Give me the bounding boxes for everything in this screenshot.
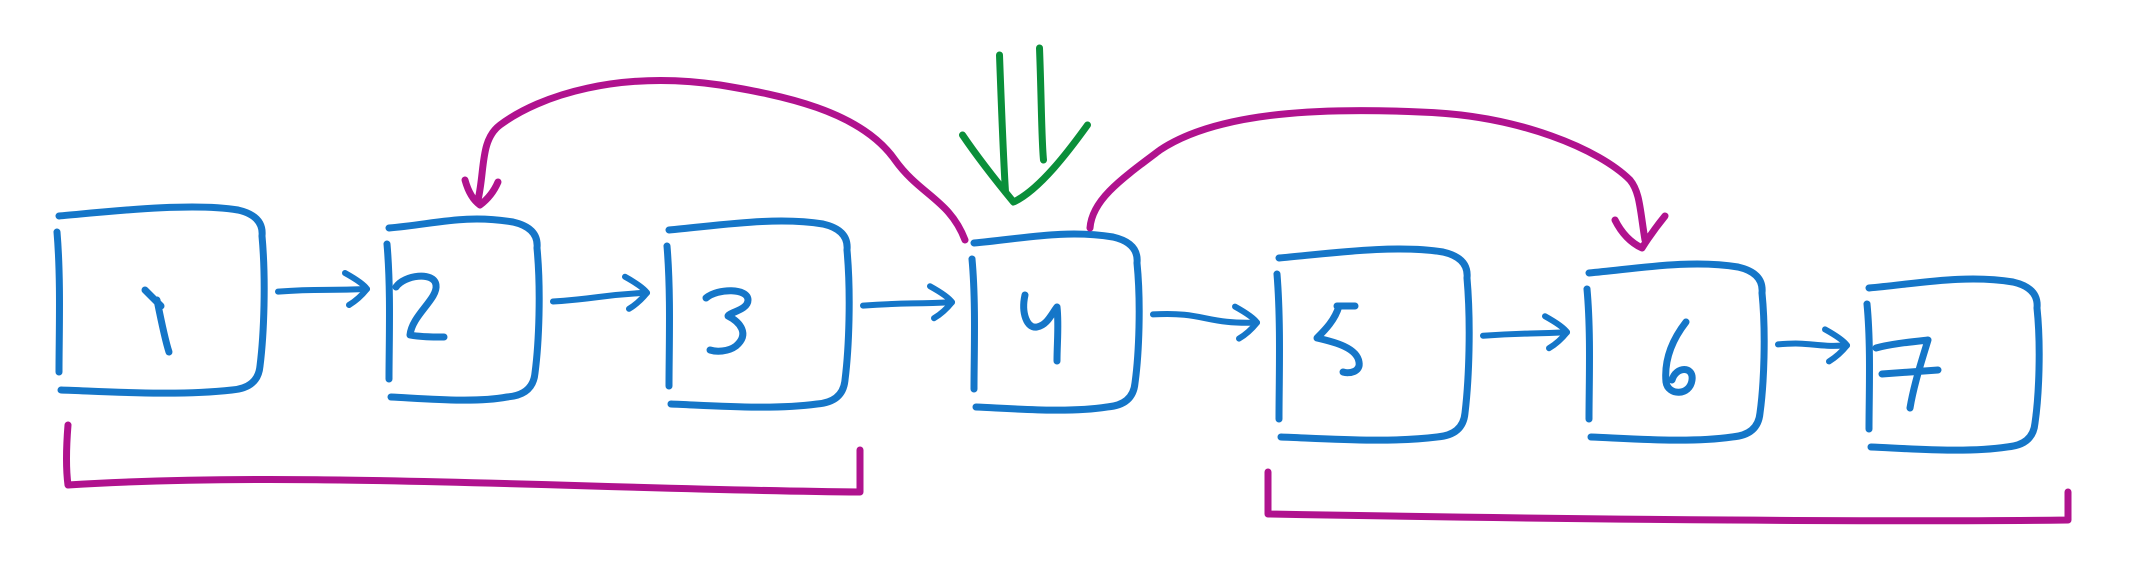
marker-arrow-node-4 <box>959 44 1091 206</box>
node-digits <box>141 272 1942 412</box>
node-digit-4 <box>1020 291 1062 365</box>
node-boxes <box>53 203 2043 454</box>
node-box-2 <box>383 215 543 404</box>
link-arrow-3-4 <box>860 283 955 322</box>
node-links <box>275 270 1850 365</box>
link-arrow-5-6 <box>1480 313 1570 352</box>
node-box-5 <box>1273 245 1473 444</box>
group-bracket-5-7 <box>1264 468 2072 525</box>
group-brackets <box>63 421 2072 525</box>
pointer-arrow-4-6 <box>1086 107 1669 252</box>
node-box-6 <box>1583 260 1768 444</box>
node-digit-5 <box>1313 302 1363 377</box>
node-digit-7 <box>1872 336 1942 412</box>
node-box-1 <box>53 203 268 397</box>
pointer-arrows <box>461 77 1669 252</box>
node-box-4 <box>968 230 1143 414</box>
pointer-arrow-4-2 <box>461 77 969 244</box>
node-digit-6 <box>1662 318 1696 396</box>
link-arrow-6-7 <box>1775 326 1850 365</box>
link-arrow-4-5 <box>1150 303 1260 342</box>
current-node-marker <box>959 44 1091 206</box>
node-digit-2 <box>392 272 448 341</box>
node-box-3 <box>663 217 853 411</box>
link-arrow-2-3 <box>550 273 650 312</box>
node-digit-3 <box>702 287 752 355</box>
link-arrow-1-2 <box>275 270 370 308</box>
node-digit-1 <box>141 286 173 356</box>
group-bracket-1-3 <box>63 421 864 496</box>
node-box-7 <box>1863 275 2043 454</box>
